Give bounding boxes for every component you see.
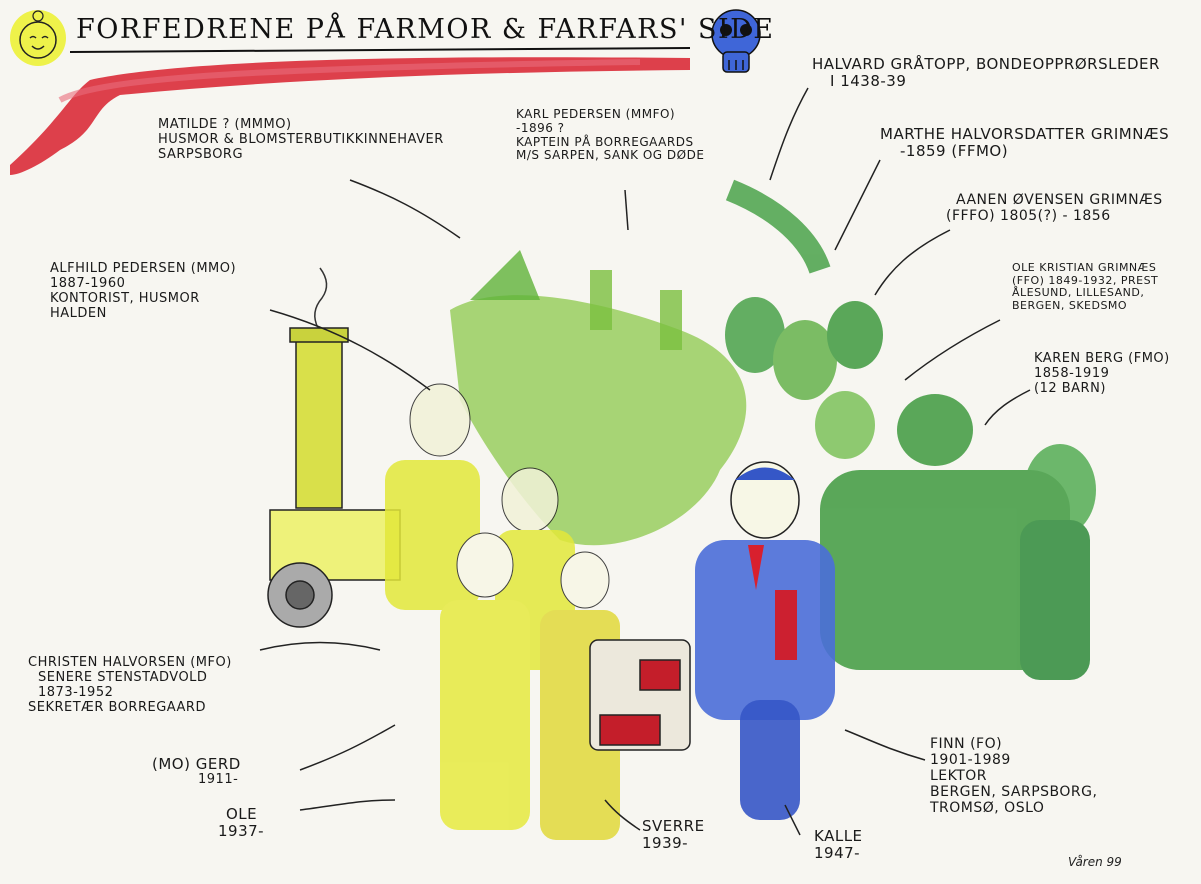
label-aanen-name: Aanen Øvensen Grimnæs bbox=[956, 192, 1163, 208]
label-ole-name: Ole bbox=[226, 805, 258, 823]
label-matilde: Matilde ? (MMMo) Husmor & blomsterbutikk… bbox=[158, 117, 444, 163]
label-christen-later: senere Stenstadvold bbox=[38, 669, 208, 685]
label-halvard: Halvard Gråtopp, bondeopprørsleder i 143… bbox=[812, 55, 1160, 91]
label-christen-name: Christen Halvorsen (MFo) bbox=[28, 655, 232, 670]
label-karl: Karl Pedersen (MMFo) -1896 ? Kaptein på … bbox=[516, 107, 705, 163]
label-halvard-years: i 1438-39 bbox=[830, 72, 907, 91]
label-finn-years: 1901-1989 bbox=[930, 752, 1011, 769]
label-ole-kristian-places1: Ålesund, Lillesand, bbox=[1012, 286, 1145, 300]
label-karen-children: (12 barn) bbox=[1034, 380, 1106, 396]
label-christen-role: Sekretær Borregaard bbox=[28, 699, 206, 715]
label-alfhild-place: Halden bbox=[50, 305, 107, 321]
label-karen-years: 1858-1919 bbox=[1034, 365, 1110, 381]
skull-icon bbox=[711, 9, 761, 73]
label-matilde-role: Husmor & blomsterbutikkinnehaver bbox=[158, 131, 444, 147]
label-karl-years: -1896 ? bbox=[516, 120, 565, 135]
label-gerd-years: 1911- bbox=[198, 772, 239, 788]
label-kalle-name: Kalle bbox=[814, 827, 863, 845]
label-ole-kristian-years: (FFo) 1849-1932, prest bbox=[1012, 273, 1159, 287]
label-gerd-name: (Mo) Gerd bbox=[152, 755, 241, 773]
label-alfhild-years: 1887-1960 bbox=[50, 275, 126, 291]
label-aanen-years: (FFFo) 1805(?) - 1856 bbox=[946, 208, 1111, 225]
page-title: Forfedrene på Farmor & Farfars' side bbox=[76, 14, 775, 45]
green-wash bbox=[450, 295, 747, 546]
label-kalle: Kalle 1947- bbox=[814, 827, 863, 863]
label-marthe: Marthe Halvorsdatter Grimnæs -1859 (FFMo… bbox=[880, 125, 1170, 161]
label-alfhild: Alfhild Pedersen (MMo) 1887-1960 Kontori… bbox=[50, 261, 237, 322]
blue-man bbox=[695, 461, 835, 820]
label-finn-places1: Bergen, Sarpsborg, bbox=[930, 784, 1098, 801]
label-sverre-years: 1939- bbox=[642, 834, 689, 853]
label-matilde-name: Matilde ? (MMMo) bbox=[158, 117, 292, 132]
label-sverre-name: Sverre bbox=[642, 817, 705, 835]
label-ole-kristian-places2: Bergen, Skedsmo bbox=[1012, 298, 1128, 312]
label-karen: Karen Berg (FMo) 1858-1919 (12 barn) bbox=[1034, 351, 1170, 397]
label-matilde-place: Sarpsborg bbox=[158, 146, 244, 162]
artist-signature: Våren 99 bbox=[1068, 855, 1122, 869]
label-kalle-years: 1947- bbox=[814, 844, 861, 863]
label-marthe-name: Marthe Halvorsdatter Grimnæs bbox=[880, 125, 1170, 143]
label-gerd: (Mo) Gerd 1911- bbox=[152, 755, 241, 788]
label-christen-years: 1873-1952 bbox=[38, 684, 114, 700]
label-ole: Ole 1937- bbox=[218, 805, 265, 841]
red-banner bbox=[10, 57, 690, 175]
green-ancestors bbox=[725, 179, 1096, 680]
label-karl-name: Karl Pedersen (MMFo) bbox=[516, 107, 676, 121]
label-finn-places2: Tromsø, Oslo bbox=[930, 800, 1045, 817]
label-ole-kristian: Ole Kristian Grimnæs (FFo) 1849-1932, pr… bbox=[1012, 261, 1159, 313]
label-ole-kristian-name: Ole Kristian Grimnæs bbox=[1012, 261, 1157, 274]
label-halvard-name: Halvard Gråtopp, bondeopprørsleder bbox=[812, 55, 1160, 73]
label-ole-years: 1937- bbox=[218, 822, 265, 841]
label-marthe-years: -1859 (FFMo) bbox=[900, 142, 1009, 161]
label-aanen: Aanen Øvensen Grimnæs (FFFo) 1805(?) - 1… bbox=[946, 192, 1163, 224]
label-finn: Finn (Fo) 1901-1989 Lektor Bergen, Sarps… bbox=[930, 736, 1097, 816]
baby-face-icon bbox=[10, 10, 66, 66]
factory-chimney bbox=[267, 267, 401, 628]
label-alfhild-role: Kontorist, husmor bbox=[50, 290, 200, 306]
label-finn-name: Finn (Fo) bbox=[930, 736, 1003, 752]
pointer-arrows bbox=[259, 87, 1031, 836]
label-karl-fate: M/S Sarpen, sank og døde bbox=[516, 148, 705, 163]
machine bbox=[589, 639, 691, 751]
label-karl-role: Kaptein på Borregaards bbox=[516, 134, 694, 149]
label-finn-role: Lektor bbox=[930, 768, 988, 785]
label-alfhild-name: Alfhild Pedersen (MMo) bbox=[50, 261, 237, 276]
label-christen: Christen Halvorsen (MFo) senere Stenstad… bbox=[28, 655, 232, 716]
label-sverre: Sverre 1939- bbox=[642, 817, 705, 853]
label-karen-name: Karen Berg (FMo) bbox=[1034, 351, 1170, 366]
